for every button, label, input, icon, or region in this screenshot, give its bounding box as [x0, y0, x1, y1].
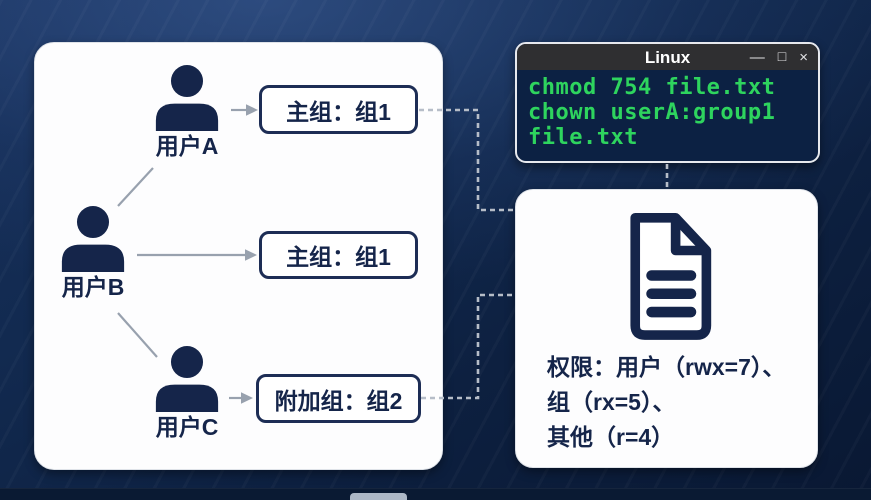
permission-text-line: 权限：用户（rwx=7）、: [547, 354, 786, 380]
user-c: 用户C: [142, 346, 232, 440]
terminal-title: Linux: [644, 47, 691, 67]
window-controls: — □ ×: [750, 44, 808, 70]
permission-text-line: 其他（r=4）: [547, 424, 675, 450]
terminal-body: chmod 754 file.txt chown userA:group1 fi…: [517, 70, 818, 150]
terminal-window: Linux — □ × chmod 754 file.txt chown use…: [515, 42, 820, 163]
permissions-text: 权限：用户（rwx=7）、 组（rx=5）、 其他（r=4）: [547, 350, 807, 455]
user-a: 用户A: [142, 65, 232, 159]
terminal-titlebar[interactable]: Linux — □ ×: [517, 44, 818, 70]
document-icon: [616, 209, 716, 347]
terminal-line: file.txt: [528, 125, 638, 150]
person-icon: [155, 346, 219, 412]
permission-text-line: 组（rx=5）、: [547, 389, 676, 415]
group-box-primary-user-b: 主组：组1: [259, 231, 418, 279]
terminal-line: chmod 754 file.txt: [528, 75, 776, 100]
maximize-button[interactable]: □: [777, 48, 787, 64]
bottom-bar: [0, 488, 871, 500]
person-icon: [155, 65, 219, 131]
users-groups-panel: 用户A 用户B 用户C 主组：组1 主组：组1 附加组：组2: [34, 42, 443, 470]
minimize-button[interactable]: —: [749, 48, 765, 66]
group-box-supplementary-user-c: 附加组：组2: [256, 374, 421, 423]
user-label: 用户B: [61, 274, 125, 300]
user-b: 用户B: [48, 206, 138, 300]
file-permissions-panel: 权限：用户（rwx=7）、 组（rx=5）、 其他（r=4）: [515, 189, 818, 468]
user-label: 用户A: [155, 133, 219, 159]
user-label: 用户C: [155, 414, 219, 440]
bottom-bar-indicator: [350, 493, 407, 500]
close-button[interactable]: ×: [799, 48, 808, 66]
terminal-line: chown userA:group1: [528, 100, 776, 125]
group-box-primary-user-a: 主组：组1: [259, 85, 418, 134]
person-icon: [61, 206, 125, 272]
